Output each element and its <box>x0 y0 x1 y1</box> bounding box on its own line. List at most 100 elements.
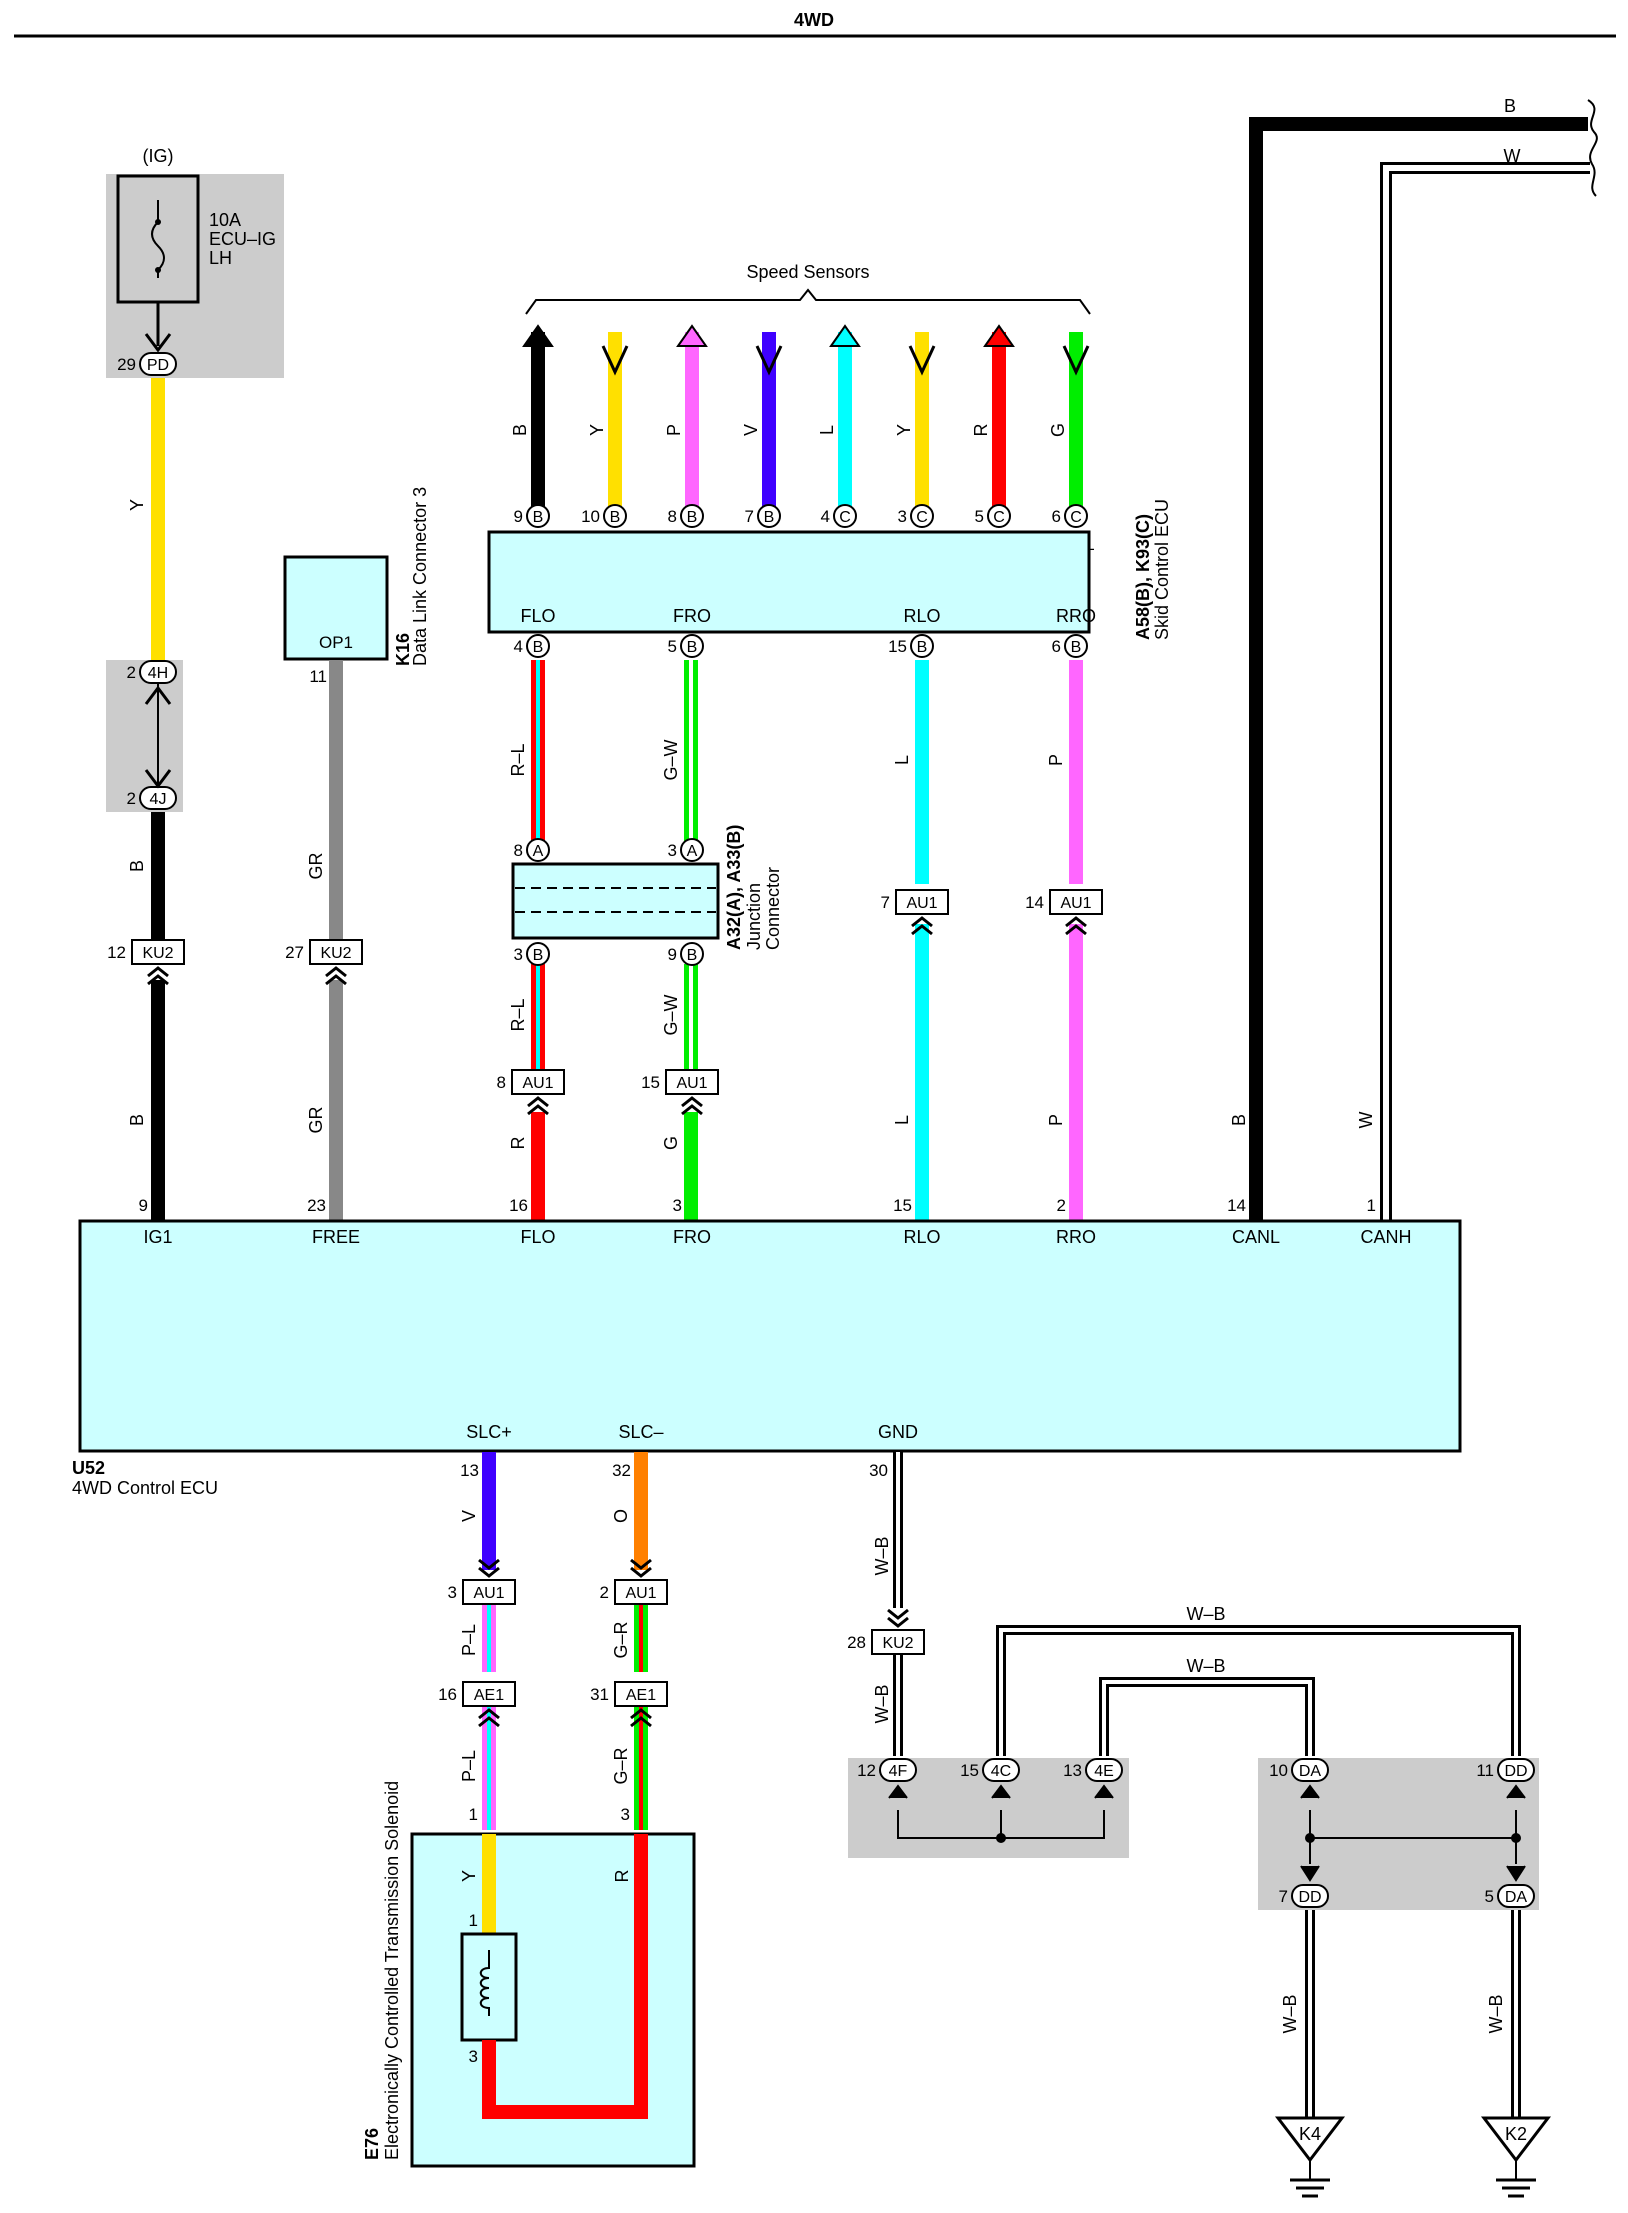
slc-plus-color-1: V <box>459 1510 479 1522</box>
junction-left-arrow-1 <box>991 1784 1011 1799</box>
junction-4j-letter: 4J <box>150 791 167 808</box>
skid-ecu-name: Skid Control ECU <box>1152 499 1172 640</box>
speed-sensor-pin-1-circle <box>603 504 627 528</box>
junction-right-bottom-1-letter: DA <box>1505 1889 1528 1906</box>
fuse-end-dot-bottom <box>155 267 161 273</box>
speed-sensor-pin-4-letter: C <box>839 509 851 526</box>
solenoid-name: Electronically Controlled Transmission S… <box>382 1781 402 2160</box>
ecu-top-pin-5: 2 <box>1057 1196 1066 1215</box>
skid-ecu-output-pin-2-letter: B <box>917 639 928 656</box>
slc-plus-inline-au1-chevron-0 <box>478 1558 500 1570</box>
solenoid-code: E76 <box>362 2128 382 2160</box>
speed-sensor-wire-color-4: L <box>817 425 837 435</box>
solenoid-wire-y <box>482 1834 496 1934</box>
flo-wire-upper-color: R–L <box>508 743 528 776</box>
slc-plus-inline-au1-box <box>462 1579 516 1605</box>
fro-wire-upper-stripe <box>689 660 693 848</box>
solenoid-coil-icon <box>479 1960 490 2016</box>
slc-minus-inline-ae1-chevron-1 <box>630 1716 652 1728</box>
speed-sensor-wire-5 <box>915 332 929 516</box>
dlc-inline-ku2-chevron-1 <box>325 974 347 986</box>
junction-left-2-letter: 4E <box>1094 1763 1114 1780</box>
speed-sensor-pin-3-circle <box>757 504 781 528</box>
dlc-wire-lower-color: GR <box>306 1106 326 1133</box>
skid-control-ecu-box <box>487 530 1091 634</box>
k4-wire-color: W–B <box>1280 1994 1300 2033</box>
ground-triangle-k4 <box>1274 2116 1346 2163</box>
junction-4h-letter: 4H <box>148 665 168 682</box>
slc-minus-wire-3-stripe <box>639 1704 643 1830</box>
junction-4h-oval <box>139 660 177 684</box>
rro-wire-upper <box>1069 660 1083 884</box>
bridge-4c-dd-outline <box>996 1625 1521 1756</box>
ecu-top-term-5: RRO <box>1056 1227 1096 1247</box>
junction-right-bottom-0-oval <box>1291 1884 1329 1908</box>
speed-sensor-wire-color-6: R <box>971 424 991 437</box>
junction-left-arrow-2 <box>1094 1784 1114 1799</box>
speed-sensor-pin-7-letter: C <box>1070 509 1082 526</box>
slc-plus-inline-au1-chevron-1 <box>478 1566 500 1578</box>
slc-plus-inline-ae1-chevron-0 <box>478 1708 500 1720</box>
bus-4c-node <box>996 1833 1006 1843</box>
speed-sensor-wire-4 <box>838 332 852 516</box>
speed-sensor-arrow-down-5 <box>908 345 936 376</box>
speed-sensors-label: Speed Sensors <box>746 262 869 282</box>
rlo-inline-au1-chevron-0 <box>911 916 933 928</box>
ground-triangle-k2 <box>1480 2116 1552 2163</box>
bridge-4c-dd <box>999 1628 1518 1756</box>
bus-dd-node <box>1511 1833 1521 1843</box>
fuse-end-dot-top <box>155 219 161 225</box>
speed-sensor-wire-color-2: P <box>664 424 684 436</box>
skid-ecu-output-pin-2-circle <box>910 634 934 658</box>
rro-inline-au1-chevron-0 <box>1065 916 1087 928</box>
speed-sensor-pin-3-letter: B <box>764 509 775 526</box>
junction-right-bottom-arrow-0 <box>1300 1865 1320 1882</box>
junction-left-1-letter: 4C <box>991 1763 1011 1780</box>
dlc-inline-ku2-label: KU2 <box>320 945 351 962</box>
junction-top-pin-b-pin: 3 <box>668 841 677 860</box>
flo-wire-middle-stripe <box>536 964 540 1070</box>
slc-minus-inline-au1-box <box>614 1579 668 1605</box>
ig1-wire-upper-color: Y <box>127 499 147 511</box>
ground-label-k4: K4 <box>1299 2124 1321 2144</box>
junction-top-pin-a-circle <box>526 838 550 862</box>
ecu-top-pin-2: 16 <box>509 1196 528 1215</box>
fro-inline-au1-label: AU1 <box>676 1075 707 1092</box>
fro-wire-middle-stripe <box>689 964 693 1070</box>
fuse-amp-label: 10A <box>209 210 241 230</box>
ecu-bottom-term-1: SLC– <box>618 1422 663 1442</box>
speed-sensor-arrow-up-4 <box>829 324 861 347</box>
fuse-source-label: (IG) <box>143 146 174 166</box>
ecu-top-term-2: FLO <box>520 1227 555 1247</box>
canh-color-label: W <box>1356 1112 1376 1129</box>
speed-sensor-wire-1 <box>608 332 622 516</box>
flo-inline-au1-pin: 8 <box>497 1073 506 1092</box>
speed-sensor-pin-2-letter: B <box>687 509 698 526</box>
slc-minus-color-3: G–R <box>611 1747 631 1784</box>
slc-minus-wire-1 <box>634 1452 648 1570</box>
fro-wire-middle-color: G–W <box>661 994 681 1035</box>
solenoid-pin-3: 3 <box>469 2047 478 2066</box>
ground-label-k2: K2 <box>1505 2124 1527 2144</box>
ig1-inline-ku2-chevron-1 <box>147 974 169 986</box>
skid-ecu-output-pin-3-letter: B <box>1071 639 1082 656</box>
gnd-wire-color-2: W–B <box>872 1684 892 1723</box>
speed-sensor-wires: BB9FL+YB10FL–PB8FR+VB7FR–LC4RL+YC3RL–RC5… <box>510 324 1094 558</box>
speed-sensors-brace <box>525 288 1091 315</box>
rlo-inline-au1-label: AU1 <box>906 895 937 912</box>
ecu-top-pin-1: 23 <box>307 1196 326 1215</box>
fro-wire-lower <box>684 1112 698 1220</box>
skid-ecu-code: A58(B), K93(C) <box>1133 514 1153 640</box>
junction-bottom-pin-b-pin: 9 <box>668 945 677 964</box>
slc-plus-pin-in: 1 <box>469 1805 478 1824</box>
fro-inline-au1-pin: 15 <box>641 1073 660 1092</box>
canl-color-label: B <box>1229 1114 1249 1126</box>
junction-bottom-pin-a-circle <box>526 942 550 966</box>
bridge-2-color: W–B <box>1186 1656 1225 1676</box>
junction-bottom-pin-a-letter: B <box>533 947 544 964</box>
ig1-inline-ku2-label: KU2 <box>142 945 173 962</box>
dlc-pin: 11 <box>309 667 327 686</box>
skid-ecu-output-pin-3-circle <box>1064 634 1088 658</box>
